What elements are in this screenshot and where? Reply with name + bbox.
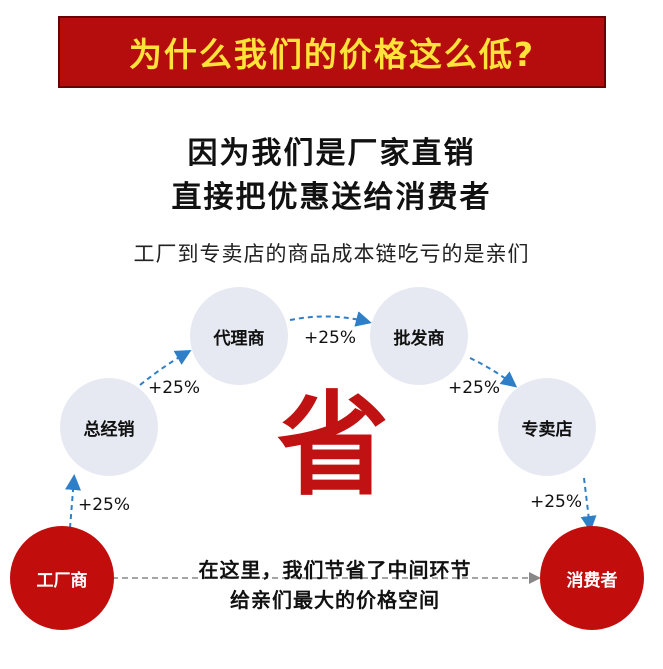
- node-distributor: 总经销: [60, 378, 158, 476]
- savings-note-line-1: 在这里，我们节省了中间环节: [198, 558, 472, 582]
- arrow-distributor-to-agent: [139, 350, 192, 386]
- node-consumer: 消费者: [540, 526, 644, 630]
- title-banner: 为什么我们的价格这么低?: [58, 16, 606, 88]
- markup-agent-to-wholesaler: +25%: [304, 328, 357, 348]
- markup-store-to-consumer: +25%: [530, 492, 583, 512]
- headline-line-1: 因为我们是厂家直销: [187, 136, 476, 171]
- markup-factory-to-distributor: +25%: [78, 495, 131, 515]
- savings-note-line-2: 给亲们最大的价格空间: [230, 588, 440, 612]
- subline: 工厂到专卖店的商品成本链吃亏的是亲们: [133, 242, 530, 266]
- markup-distributor-to-agent: +25%: [148, 378, 201, 398]
- node-factory: 工厂商: [10, 526, 114, 630]
- save-character: 省: [277, 380, 389, 511]
- arrow-agent-to-wholesaler: [289, 311, 372, 327]
- banner-title: 为什么我们的价格这么低?: [128, 35, 536, 74]
- node-agent: 代理商: [190, 287, 288, 385]
- headline-line-2: 直接把优惠送给消费者: [171, 180, 492, 215]
- node-wholesaler: 批发商: [370, 287, 468, 385]
- arrow-wholesaler-to-store: [469, 357, 518, 388]
- arrow-factory-to-distributor: [65, 474, 82, 529]
- markup-wholesaler-to-store: +25%: [448, 378, 501, 398]
- arrow-store-to-consumer: [580, 477, 597, 532]
- node-store: 专卖店: [498, 378, 596, 476]
